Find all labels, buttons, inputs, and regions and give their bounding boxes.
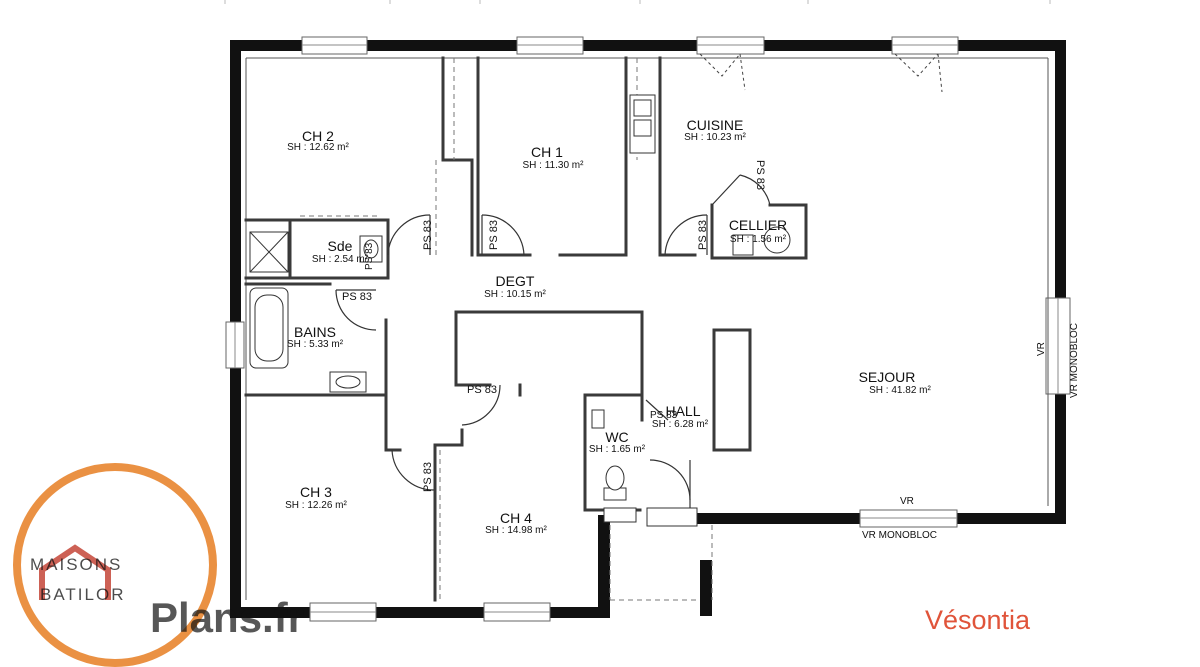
toilet-bowl: [605, 465, 625, 491]
room-area-ch1: SH : 11.30 m²: [523, 160, 585, 171]
window-label-vrmono-bottom: VR MONOBLOC: [862, 530, 937, 541]
room-name-cuisine: CUISINE: [687, 117, 744, 133]
room-area-cellier: SH : 1.56 m²: [730, 234, 787, 245]
scan-marks: [224, 0, 1051, 4]
window-label-vr-right: VR: [1036, 342, 1047, 356]
door-ch2: [387, 214, 431, 256]
room-name-ch2: CH 2: [302, 128, 334, 144]
room-area-degt: SH : 10.15 m²: [484, 289, 546, 300]
door-ch1: [481, 214, 525, 256]
logo-line1: MAISONS: [30, 555, 122, 574]
room-name-bains: BAINS: [294, 324, 336, 340]
door-label-hall: PS 83: [650, 410, 678, 421]
room-area-ch2: SH : 12.62 m²: [287, 142, 349, 153]
entry-step: [646, 507, 698, 527]
door-entry: [649, 459, 691, 501]
room-name-wc: WC: [605, 429, 628, 445]
door-label-bains: PS 83: [342, 291, 372, 303]
door-label-ch2: PS 83: [422, 220, 434, 250]
kitchen-island: [712, 328, 752, 452]
door-label-sde: PS 83: [364, 242, 375, 270]
room-name-sde: Sde: [328, 238, 353, 254]
room-area-bains: SH : 5.33 m²: [287, 339, 344, 350]
room-name-sejour: SEJOUR: [859, 369, 916, 385]
logo-site: Plans.fr: [150, 594, 304, 641]
inner-outline: [245, 57, 1049, 600]
room-area-cuisine: SH : 10.23 m²: [684, 132, 746, 143]
window-label-vr-bottom: VR: [900, 496, 914, 507]
room-area-ch4: SH : 14.98 m²: [485, 525, 547, 536]
room-area-sde: SH : 2.54 m²: [312, 254, 369, 265]
door-bains: [335, 289, 377, 331]
door-label-ch1: PS 83: [488, 220, 500, 250]
room-area-hall: SH : 6.28 m²: [652, 419, 709, 430]
door-label-ch3: PS 83: [422, 462, 434, 492]
model-name: Vésontia: [925, 605, 1031, 635]
partitions: [244, 56, 808, 602]
room-name-cellier: CELLIER: [729, 217, 787, 233]
logo-ring: [13, 463, 217, 667]
window-labels: VR VR MONOBLOC VR VR MONOBLOC: [862, 323, 1080, 541]
door-label-ch4: PS 83: [467, 384, 497, 396]
room-area-sejour: SH : 41.82 m²: [869, 385, 931, 396]
door-ch4: [461, 384, 501, 426]
logo-line2: BATILOR: [40, 585, 125, 604]
window-label-vrmono-right: VR MONOBLOC: [1069, 323, 1080, 398]
house-icon: [39, 544, 111, 600]
room-name-degt: DEGT: [496, 273, 535, 289]
window-swings: [699, 53, 943, 93]
door-swings: [335, 174, 771, 512]
room-labels: CH 2 SH : 12.62 m² CH 1 SH : 11.30 m² CU…: [285, 117, 931, 536]
fixtures: [249, 94, 791, 527]
window-sills: [234, 44, 1059, 613]
watermark-logo: MAISONS BATILOR Plans.fr: [13, 463, 304, 667]
room-area-ch3: SH : 12.26 m²: [285, 500, 347, 511]
room-name-ch3: CH 3: [300, 484, 332, 500]
door-label-cellier: PS 83: [754, 160, 766, 190]
door-cellier: [739, 174, 771, 206]
room-area-wc: SH : 1.65 m²: [589, 444, 646, 455]
door-cuisine: [664, 214, 708, 256]
door-label-cuisine: PS 83: [697, 220, 709, 250]
room-name-ch4: CH 4: [500, 510, 532, 526]
room-name-hall: HALL: [665, 403, 700, 419]
door-ch3: [391, 449, 435, 491]
door-labels: PS 83 PS 83 PS 83 PS 83 PS 83 PS 83 PS 8…: [342, 160, 766, 492]
room-name-ch1: CH 1: [531, 144, 563, 160]
